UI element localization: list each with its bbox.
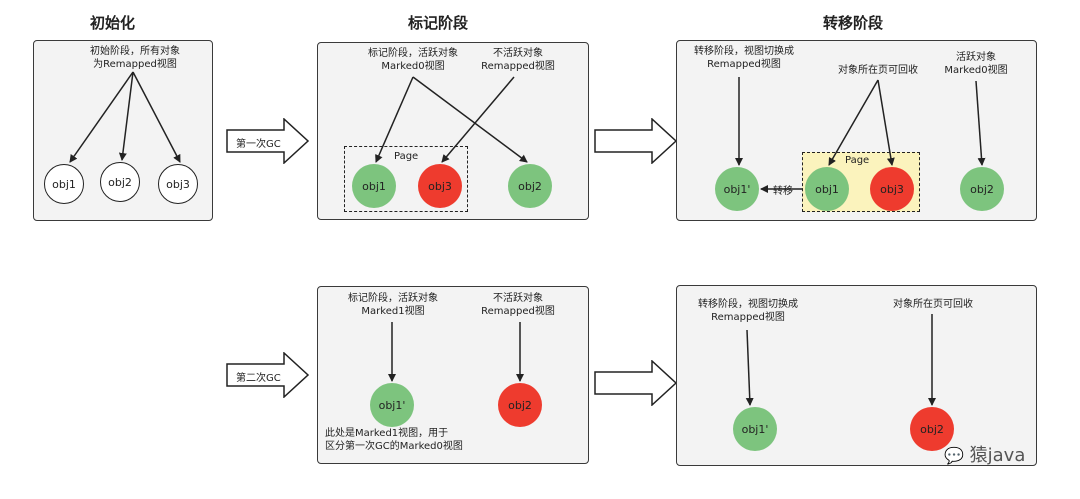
note-mark-live: 标记阶段，活跃对象 Marked0视图	[368, 48, 458, 72]
obj2-node-mark: obj2	[508, 164, 552, 208]
arrow-mark-obj2	[412, 76, 528, 163]
obj1-copy-node-relocate: obj1'	[715, 167, 759, 211]
page-label-relocate: Page	[845, 155, 870, 166]
arrow-mark-obj1	[375, 76, 414, 163]
title-relocate: 转移阶段	[823, 14, 884, 32]
panel-mark2	[317, 286, 589, 464]
arrow-relocate2-obj1-copy	[745, 329, 754, 406]
arrow-mark-obj3	[441, 76, 515, 163]
mark-to-relocate-arrow	[594, 118, 678, 164]
title-init: 初始化	[90, 14, 136, 32]
note-relocate: 转移阶段，视图切换成 Remapped视图	[694, 46, 794, 70]
note-mark-dead: 不活跃对象 Remapped视图	[481, 48, 555, 72]
arrow-init-obj1	[69, 71, 134, 163]
obj3-node-mark: obj3	[418, 164, 462, 208]
gc1-arrow	[226, 118, 310, 164]
obj1-node-init: obj1	[44, 164, 84, 204]
arrow-relocate-obj3	[877, 79, 895, 166]
note-relocate-page: 对象所在页可回收	[838, 65, 918, 76]
obj1-node-mark: obj1	[352, 164, 396, 208]
title-mark: 标记阶段	[408, 14, 469, 32]
obj3-node-init: obj3	[158, 164, 198, 204]
mark2-to-relocate2-arrow	[594, 360, 678, 406]
note-relocate2: 转移阶段，视图切换成 Remapped视图	[698, 299, 798, 323]
arrow-relocate-obj2	[975, 80, 986, 166]
note-mark2-dead: 不活跃对象 Remapped视图	[481, 293, 555, 317]
note-mark2-live: 标记阶段，活跃对象 Marked1视图	[348, 293, 438, 317]
gc2-arrow	[226, 352, 310, 398]
obj2-node-relocate2: obj2	[910, 407, 954, 451]
note-mark2-bottom: 此处是Marked1视图，用于 区分第一次GC的Marked0视图	[325, 428, 463, 452]
obj2-node-relocate: obj2	[960, 167, 1004, 211]
arrow-relocate-obj1	[828, 79, 879, 166]
note-init: 初始阶段，所有对象 为Remapped视图	[90, 46, 180, 70]
arrow-init-obj2	[118, 71, 134, 161]
gc2-label: 第二次GC	[236, 373, 281, 384]
obj3-node-relocate: obj3	[870, 167, 914, 211]
arrow-init-obj3	[132, 71, 181, 163]
watermark: 💬 猿java	[944, 441, 1025, 467]
obj2-node-init: obj2	[100, 162, 140, 202]
obj1-copy-node-mark2: obj1'	[370, 383, 414, 427]
page-box-mark	[344, 146, 468, 212]
obj1-copy-node-relocate2: obj1'	[733, 407, 777, 451]
note-relocate-live: 活跃对象 Marked0视图	[944, 52, 1008, 76]
note-relocate2-page: 对象所在页可回收	[893, 299, 973, 310]
obj1-node-relocate: obj1	[805, 167, 849, 211]
obj2-node-mark2: obj2	[498, 383, 542, 427]
watermark-text: 猿java	[969, 445, 1026, 466]
page-label-mark: Page	[394, 151, 419, 162]
chat-bubble-icon: 💬	[944, 446, 964, 465]
gc1-label: 第一次GC	[236, 139, 281, 150]
